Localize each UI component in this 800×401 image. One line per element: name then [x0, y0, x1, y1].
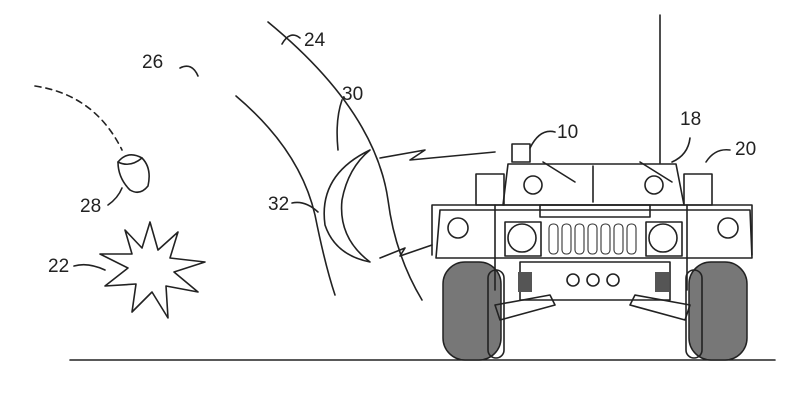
grille-slot [600, 223, 611, 255]
label-28: 28 [80, 196, 101, 217]
projectile-trajectory [34, 85, 123, 151]
shield-inner-arc [235, 95, 336, 296]
driver-occupant [523, 175, 543, 195]
grille-slot [548, 223, 559, 255]
right-wiper [639, 161, 673, 183]
right-suspension-arm [629, 294, 691, 321]
leader-28 [107, 187, 123, 206]
left-headlight [507, 223, 537, 253]
grille-slot [587, 223, 598, 255]
label-30: 30 [342, 84, 363, 105]
left-shock-absorber [518, 272, 532, 292]
label-20: 20 [735, 139, 756, 160]
passenger-occupant [644, 175, 664, 195]
right-side-panel [683, 173, 713, 206]
leader-18 [671, 137, 691, 163]
right-tire [688, 261, 748, 361]
bumper-light [586, 273, 600, 287]
right-headlight-housing [645, 221, 683, 257]
grille-slot [613, 223, 624, 255]
vehicle-drawing [431, 14, 753, 361]
label-10: 10 [557, 122, 578, 143]
left-tire [442, 261, 502, 361]
left-side-panel [475, 173, 505, 206]
label-18: 18 [680, 109, 701, 130]
left-headlight-housing [504, 221, 542, 257]
brush-guard [431, 204, 753, 256]
hood-bar [539, 204, 651, 218]
label-32: 32 [268, 194, 289, 215]
lower-bumper [519, 261, 671, 301]
shield-outer-arc [267, 21, 423, 301]
grille-slot [574, 223, 585, 255]
leader-10 [529, 130, 556, 149]
right-headlight [648, 223, 678, 253]
left-wheel-rim [487, 269, 505, 359]
label-24: 24 [304, 30, 326, 51]
leader-32 [291, 201, 319, 213]
right-marker-light [717, 217, 739, 239]
grille-slot [561, 223, 572, 255]
projectile-icon [117, 154, 150, 194]
signal-bolt-upper [379, 149, 496, 161]
grille-slot [626, 223, 637, 255]
leader-20 [705, 148, 731, 163]
shield-crescent-icon [323, 149, 371, 263]
vehicle-body [435, 209, 753, 259]
left-marker-light [447, 217, 469, 239]
grille [548, 223, 637, 255]
bumper-light [566, 273, 580, 287]
label-26: 26 [142, 52, 163, 73]
left-suspension-arm [494, 294, 556, 321]
leader-30 [336, 99, 343, 151]
bumper-light [606, 273, 620, 287]
right-shock-absorber [655, 272, 669, 292]
leader-24 [281, 34, 301, 45]
right-wheel-rim [685, 269, 703, 359]
leader-22 [73, 263, 106, 271]
explosion-icon [99, 221, 206, 319]
left-wiper [542, 161, 576, 183]
leader-26 [179, 65, 199, 77]
sensor-box [511, 143, 531, 163]
signal-bolt-lower [379, 244, 433, 259]
label-22: 22 [48, 256, 69, 277]
